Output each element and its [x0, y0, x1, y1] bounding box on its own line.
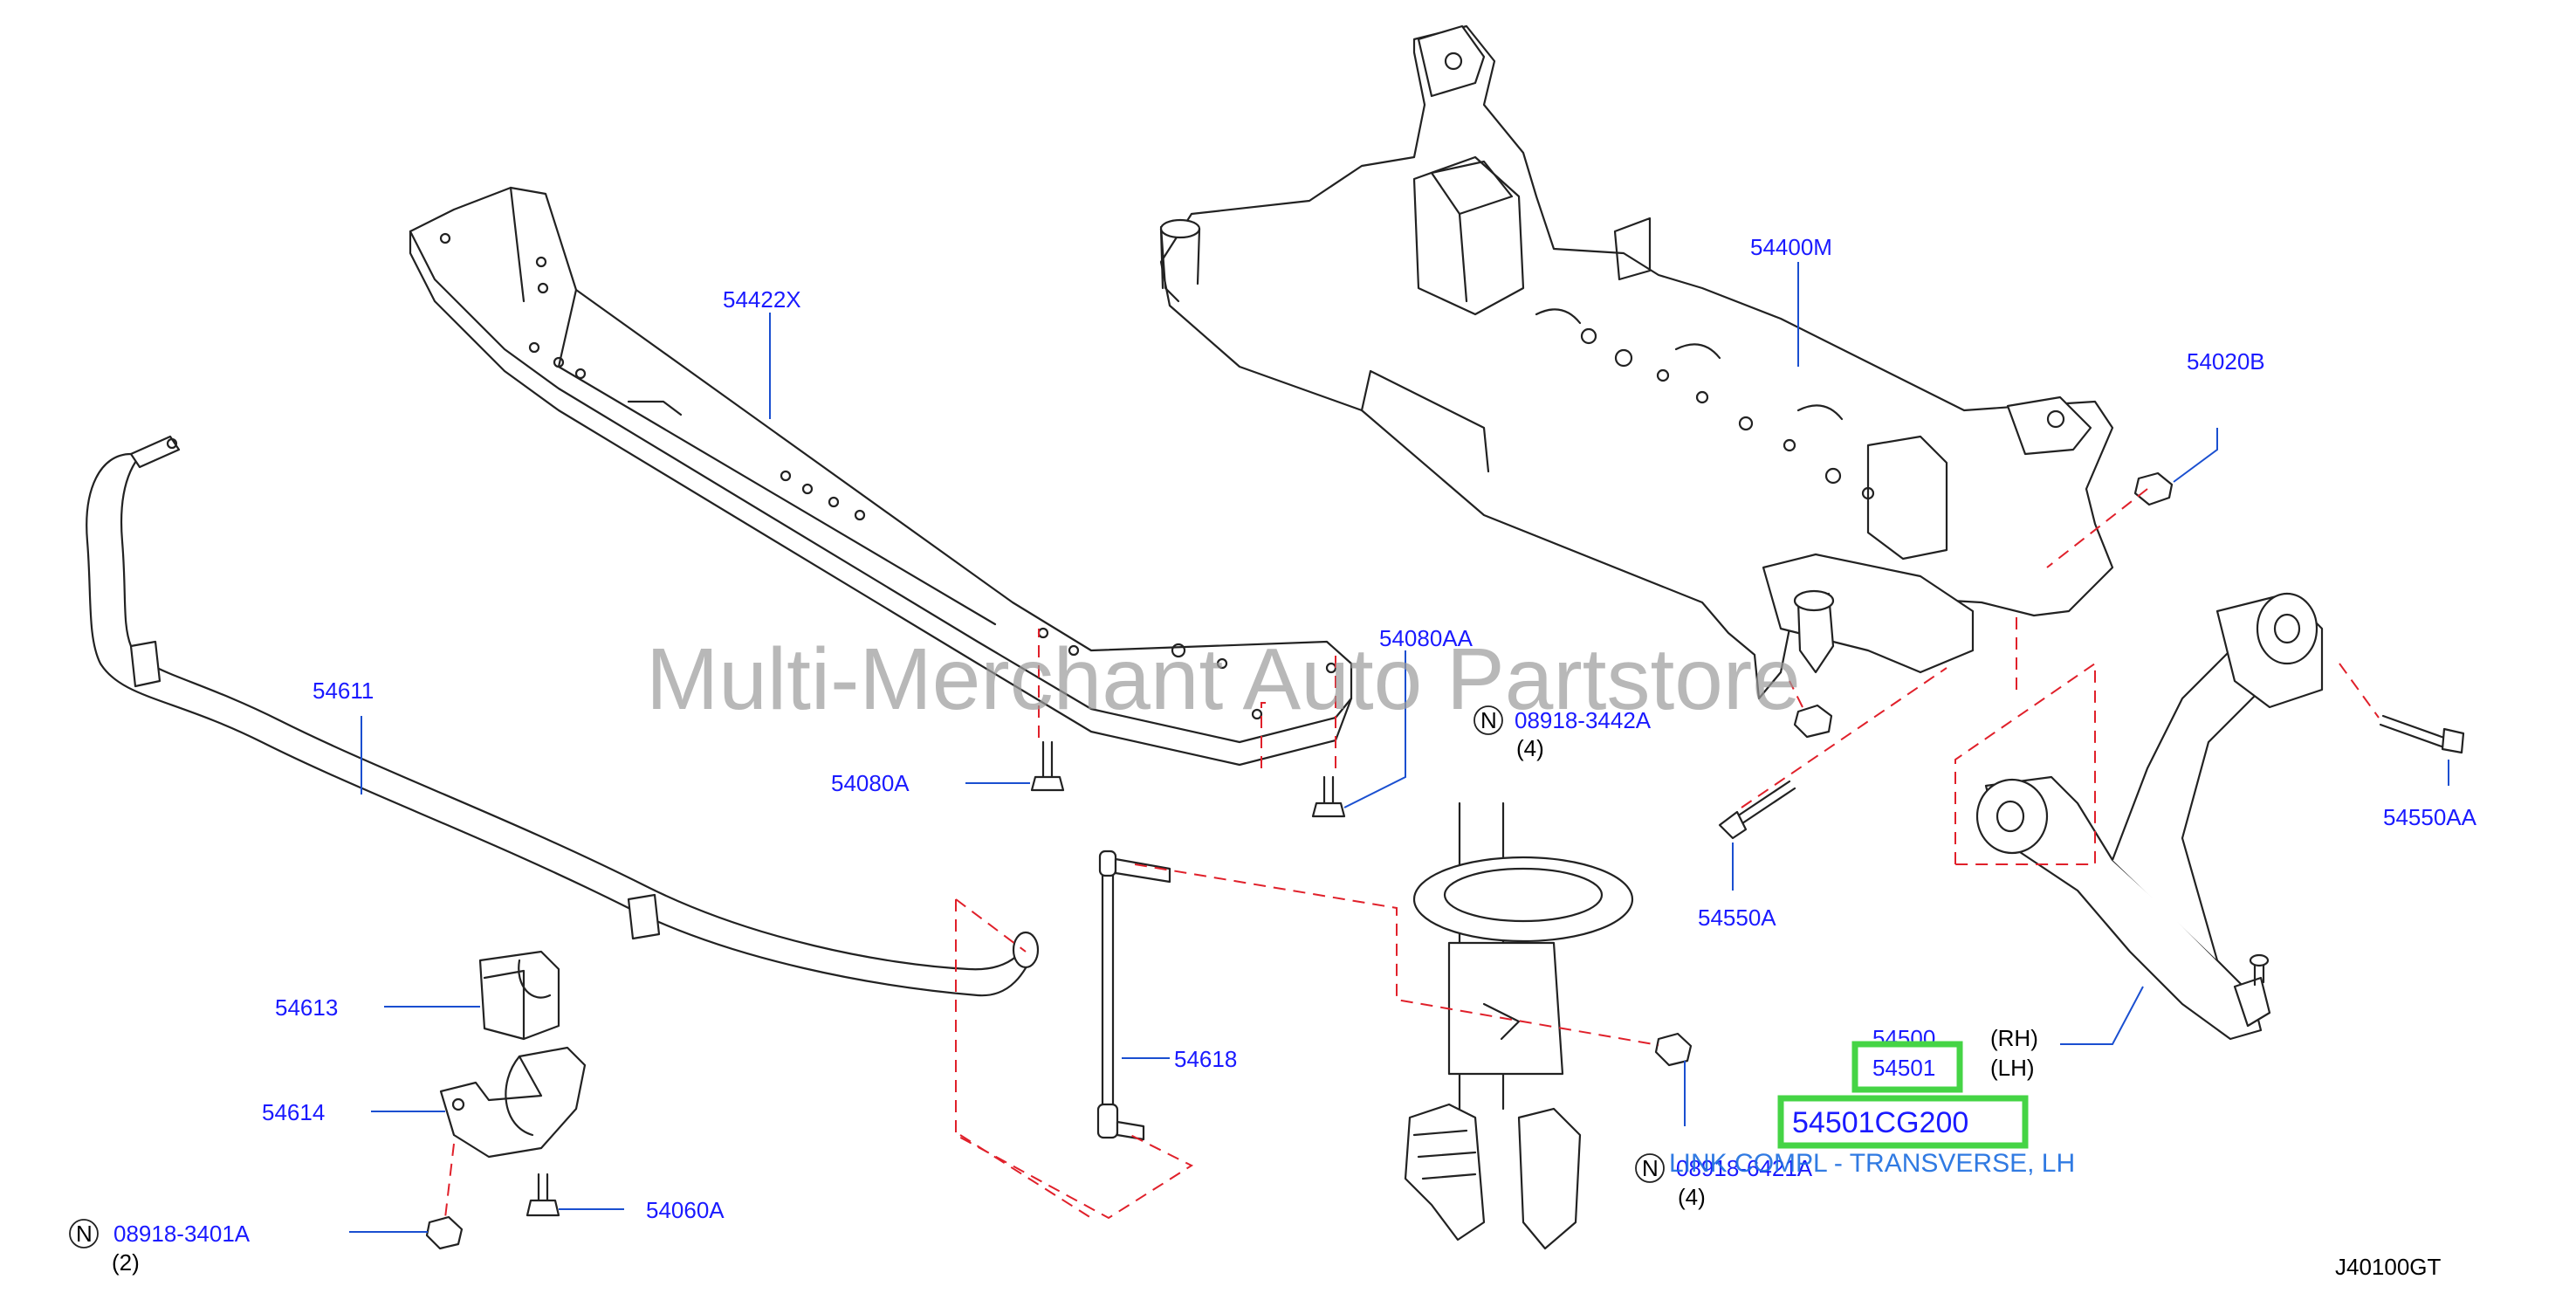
nut-symbol-3442A: N	[1480, 707, 1497, 733]
callout-54550A: 54550A	[1698, 904, 1776, 931]
callout-54501: 54501	[1872, 1055, 1935, 1081]
transverse-link-drawing	[1975, 592, 2324, 1041]
highlighted-part: 54501CG200 LINK COMPL - TRANSVERSE, LH	[1669, 1095, 2075, 1178]
nut-symbol-circle-6421A	[1635, 1153, 1665, 1183]
callout-54422X: 54422X	[723, 286, 801, 313]
diagram-code: J40100GT	[2335, 1254, 2442, 1280]
nut-symbol-3401A: N	[76, 1221, 93, 1247]
cross-member-brace-drawing	[409, 186, 1353, 767]
fasteners-drawing	[425, 471, 2465, 1250]
stabilizer-link-drawing	[1096, 849, 1171, 1141]
callout-labels: 54422X 54400M 54020B 54611 54080AA 54080…	[69, 234, 2477, 1280]
qty-08918-3442A: (4)	[1516, 735, 1544, 761]
strut-drawing	[1404, 801, 1634, 1250]
nut-symbol-circle-3401A	[69, 1219, 99, 1248]
qty-08918-3401A: (2)	[112, 1249, 140, 1276]
callout-54060A: 54060A	[646, 1197, 725, 1223]
highlight-box-54501	[1851, 1041, 1963, 1093]
callout-54618: 54618	[1174, 1046, 1237, 1072]
callout-54611: 54611	[313, 678, 374, 704]
side-54501: (LH)	[1990, 1055, 2035, 1081]
nut-symbol-6421A: N	[1642, 1155, 1659, 1181]
side-54500: (RH)	[1990, 1025, 2038, 1051]
nut-symbol-circle-3442A	[1473, 705, 1503, 735]
callout-54020B: 54020B	[2187, 348, 2265, 375]
callout-54400M: 54400M	[1750, 234, 1832, 260]
callout-54614: 54614	[262, 1099, 325, 1125]
callout-08918-6421A: 08918-6421A	[1676, 1155, 1813, 1181]
callout-08918-3401A: 08918-3401A	[113, 1221, 251, 1247]
callout-54080A: 54080A	[831, 770, 910, 796]
qty-08918-6421A: (4)	[1678, 1184, 1706, 1210]
highlight-box-part-number	[1777, 1095, 2029, 1149]
callout-54613: 54613	[275, 994, 338, 1021]
watermark-text: Multi-Merchant Auto Partstore	[646, 630, 1801, 728]
highlight-part-number: 54501CG200	[1792, 1106, 1968, 1139]
assembly-dashed-lines	[444, 488, 2380, 1220]
subframe-drawing	[1159, 24, 2114, 700]
bracket-54614-drawing	[439, 1046, 587, 1159]
highlight-description: LINK COMPL - TRANSVERSE, LH	[1669, 1149, 2075, 1178]
callout-08918-3442A: 08918-3442A	[1515, 707, 1652, 733]
callout-54550AA: 54550AA	[2383, 804, 2477, 830]
leader-lines	[349, 262, 2449, 1233]
callout-54080AA: 54080AA	[1379, 625, 1473, 651]
stabilizer-bar-drawing	[86, 435, 1040, 997]
bushing-54613-drawing	[478, 950, 560, 1041]
